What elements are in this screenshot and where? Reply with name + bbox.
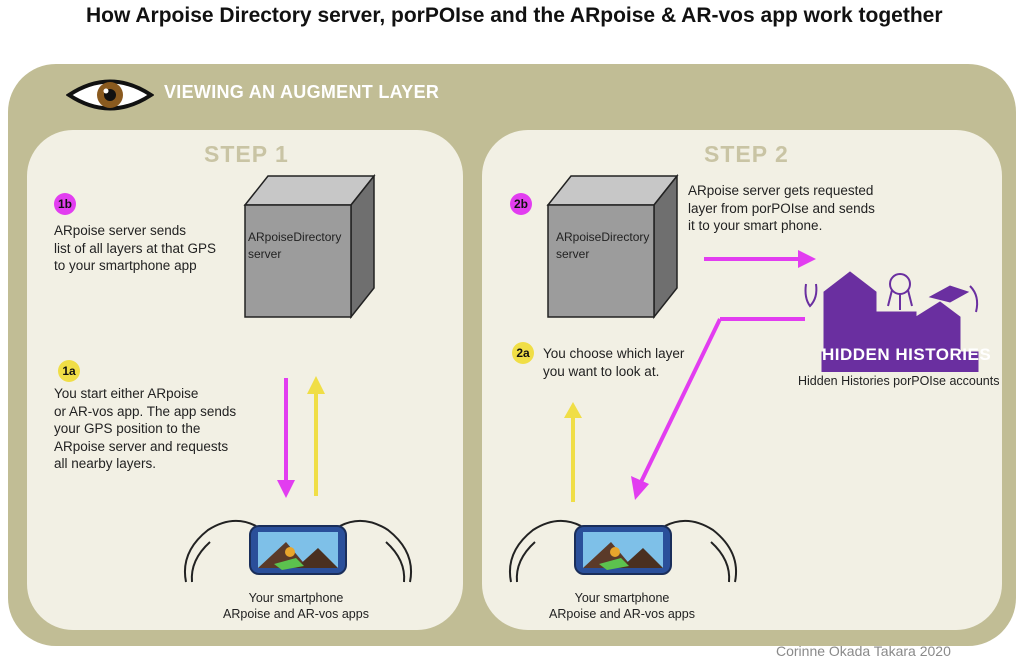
hidden-histories-logo xyxy=(804,271,979,372)
badge-2b: 2b xyxy=(510,193,532,215)
up-arrow-icon xyxy=(564,402,582,502)
server-cube-icon xyxy=(243,173,376,320)
step1-phone-caption: Your smartphone ARpoise and AR-vos apps xyxy=(223,591,369,621)
step2-text-2a: You choose which layer you want to look … xyxy=(543,346,685,379)
step2-title: STEP 2 xyxy=(704,141,789,167)
step2-text-2b: ARpoise server gets requested layer from… xyxy=(688,183,875,233)
down-left-arrow-icon xyxy=(631,476,649,500)
credit-text: Corinne Okada Takara 2020 xyxy=(776,643,951,659)
step2-phone-caption: Your smartphone ARpoise and AR-vos apps xyxy=(549,591,695,621)
server-label: ARpoiseDirectory server xyxy=(248,230,342,261)
section-header: VIEWING AN AUGMENT LAYER xyxy=(164,82,440,102)
down-arrow-icon xyxy=(277,480,295,498)
step1-arrows xyxy=(277,376,325,498)
smartphone-hands-icon xyxy=(184,519,412,583)
badge-1b: 1b xyxy=(54,193,76,215)
hidden-histories-wordmark: HIDDEN HISTORIES xyxy=(822,345,992,364)
badge-1a: 1a xyxy=(58,360,80,382)
server-label: ARpoiseDirectory server xyxy=(556,230,650,261)
step1-title: STEP 1 xyxy=(204,141,289,167)
badge-2a: 2a xyxy=(512,342,534,364)
up-arrow-icon xyxy=(307,376,325,394)
hidden-histories-caption: Hidden Histories porPOIse accounts xyxy=(798,374,1000,388)
eye-icon xyxy=(66,79,154,111)
step1-text-1b: ARpoise server sends list of all layers … xyxy=(54,223,217,273)
right-arrow-icon xyxy=(704,250,816,268)
diagram-title: How Arpoise Directory server, porPOIse a… xyxy=(86,4,943,27)
smartphone-hands-icon xyxy=(509,519,737,583)
server-cube-icon xyxy=(546,173,679,320)
step1-text-1a: You start either ARpoise or AR-vos app. … xyxy=(54,386,237,471)
return-arrow xyxy=(631,317,805,500)
